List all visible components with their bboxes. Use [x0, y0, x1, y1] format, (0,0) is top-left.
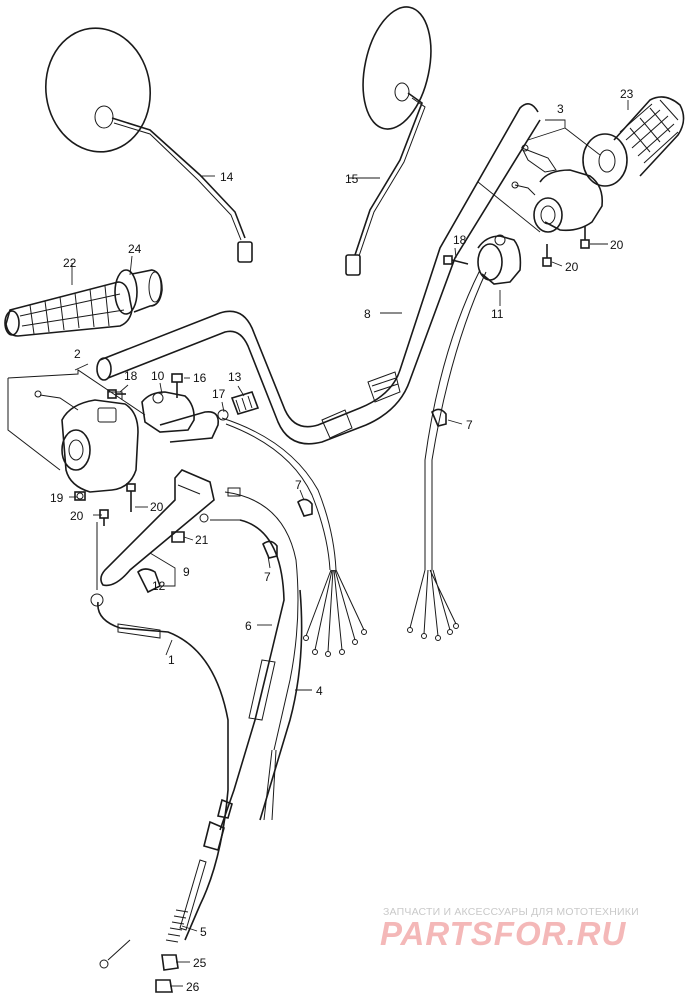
- right-switch-housing: [511, 144, 604, 233]
- callout-7-c: 7: [264, 570, 271, 584]
- left-grip-collar: [114, 269, 163, 315]
- watermark-logo: PARTSFOR.RU: [380, 915, 627, 952]
- throttle-cable-4: [259, 589, 303, 821]
- callout-7-b: 7: [295, 478, 302, 492]
- clutch-lever: [100, 469, 215, 594]
- throttle-cable-6: [199, 487, 299, 831]
- callout-17: 17: [212, 387, 226, 401]
- leader-lines: [69, 100, 629, 987]
- right-switch-lower-clamp: [477, 234, 522, 285]
- callout-20-left-a: 20: [70, 509, 84, 523]
- screw-19: [74, 491, 86, 501]
- callout-23: 23: [620, 87, 634, 101]
- callout-19: 19: [50, 491, 64, 505]
- callout-20-right-a: 20: [610, 238, 624, 252]
- callout-21: 21: [195, 533, 209, 547]
- callout-11: 11: [491, 307, 504, 321]
- callout-10: 10: [151, 369, 165, 383]
- callout-3: 3: [557, 102, 564, 116]
- callout-18-right: 18: [453, 233, 467, 247]
- callout-16: 16: [193, 371, 207, 385]
- callout-7-a: 7: [466, 418, 473, 432]
- right-switch-wires: [407, 269, 487, 641]
- callout-22: 22: [63, 256, 77, 270]
- callout-4: 4: [316, 684, 323, 698]
- right-grip: [582, 96, 685, 187]
- screw-20-right-a: [580, 226, 590, 249]
- callout-6: 6: [245, 619, 252, 633]
- left-grip: [4, 281, 133, 337]
- screw-18-right: [443, 255, 469, 265]
- cap-26: [155, 979, 173, 993]
- callout-2: 2: [74, 347, 81, 361]
- callout-18-left: 18: [124, 369, 138, 383]
- callout-20-right-b: 20: [565, 260, 579, 274]
- right-mirror: [345, 6, 432, 276]
- cable-adjuster: [179, 798, 233, 931]
- callout-25: 25: [193, 956, 207, 970]
- callout-26: 26: [186, 980, 200, 994]
- callout-24: 24: [128, 242, 142, 256]
- screw-20-right-b: [542, 244, 552, 267]
- callout-1: 1: [168, 653, 175, 667]
- handlebar: [96, 103, 541, 445]
- callout-12: 12: [152, 579, 166, 593]
- callout-9: 9: [183, 565, 190, 579]
- clip-7-b: [297, 498, 313, 517]
- bolt-16: [171, 373, 183, 398]
- clip-7-a: [431, 408, 447, 427]
- left-switch-wires: [221, 417, 367, 657]
- callout-20-left-b: 20: [150, 500, 164, 514]
- callout-15: 15: [345, 172, 359, 186]
- clutch-cable: [90, 522, 229, 969]
- left-mirror: [44, 27, 253, 263]
- spring-5: [165, 909, 189, 943]
- screw-20-left-a: [99, 509, 109, 526]
- left-switch-assembly: [7, 369, 146, 500]
- callout-13: 13: [228, 370, 242, 384]
- watermark-caption: ЗАПЧАСТИ И АКСЕССУАРЫ ДЛЯ МОТОТЕХНИКИ: [383, 906, 639, 918]
- callout-14: 14: [220, 170, 234, 184]
- callout-labels: 1 2 3 4 5 6 7 7 7 8 9 10 11 12 13 14 15 …: [50, 87, 634, 994]
- screw-20-left-b: [126, 483, 136, 512]
- clutch-lever-bracket: [141, 391, 260, 443]
- callout-5: 5: [200, 925, 207, 939]
- callout-8: 8: [364, 307, 371, 321]
- screw-18-left: [107, 389, 126, 399]
- nut-25: [161, 954, 179, 971]
